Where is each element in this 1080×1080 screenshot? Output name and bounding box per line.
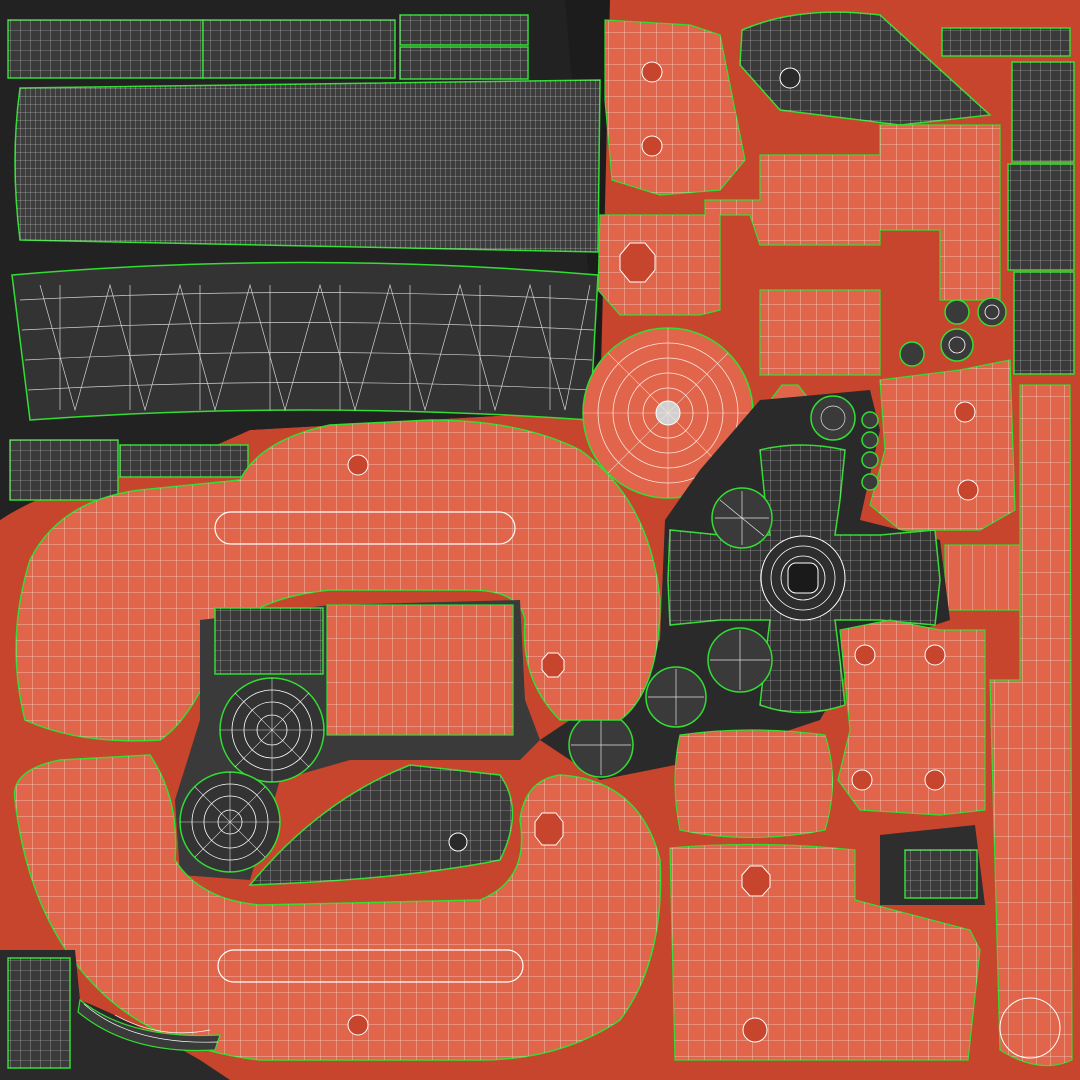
- uv-hole-a1: [641, 61, 663, 83]
- uv-hole-blade: [448, 832, 468, 852]
- uv-strip-right-top-grid: [942, 28, 1070, 56]
- uv-disk-orange: [582, 327, 754, 499]
- uv-orange-piece-lower-right-grid: [838, 620, 985, 815]
- uv-orange-piece-bottom-right-grid: [670, 844, 980, 1060]
- uv-octagon-hole-c: [541, 652, 565, 678]
- uv-dark-block-bl-grid: [8, 958, 70, 1068]
- uv-orange-piece-right-grid: [870, 360, 1015, 530]
- uv-octagon-hole-lower-c: [534, 812, 564, 846]
- uv-dark-disk-2: [179, 771, 281, 873]
- uv-block-small-2-grid: [120, 445, 248, 477]
- uv-hole-top: [779, 67, 801, 89]
- uv-hole-c-top: [347, 454, 369, 476]
- uv-orange-pad-grid: [675, 730, 833, 838]
- uv-block-small-1-grid: [10, 440, 118, 500]
- uv-strip-3-grid: [400, 15, 528, 45]
- uv-band-triangulated: [11, 261, 599, 421]
- top-strip-group: [7, 14, 529, 80]
- uv-holes-lower-right: [851, 644, 946, 791]
- uv-strip-right-1-grid: [1012, 62, 1074, 162]
- uv-hole-lower-c: [347, 1014, 369, 1036]
- uv-dark-blade-grid: [250, 765, 513, 885]
- uv-hole-right-1: [954, 401, 976, 423]
- uv-hole-long-strip: [999, 997, 1061, 1059]
- uv-strip-2-grid: [203, 20, 395, 78]
- uv-dark-block-br-grid: [905, 850, 977, 898]
- uv-orange-lower-c-grid: [14, 755, 661, 1060]
- uv-orange-bracket-grid: [598, 125, 1000, 315]
- uv-strip-1-grid: [8, 20, 203, 78]
- uv-dark-piece-top-grid: [740, 12, 990, 126]
- uv-dark-arc-bl: [77, 998, 221, 1052]
- uv-cross-piece: [667, 444, 941, 714]
- uv-c-slot-bottom: [217, 949, 524, 983]
- uv-c-slot-top: [214, 511, 516, 545]
- uv-octagon-hole-left: [619, 242, 656, 283]
- uv-dark-disk-1: [219, 677, 325, 783]
- uv-orange-c-shape-grid: [16, 420, 661, 741]
- uv-band-fine-grid: [15, 80, 600, 252]
- uv-dark-rect-center-grid: [215, 608, 323, 674]
- uv-hole-br2: [742, 1017, 768, 1043]
- uv-orange-small-blocks-grid: [945, 545, 1020, 610]
- uv-orange-lower-block-grid: [760, 290, 880, 375]
- uv-orange-rect-center-grid: [327, 605, 513, 735]
- uv-strip-right-2-grid: [1008, 164, 1074, 270]
- uv-dark-arc-bl-wire: [83, 1003, 219, 1043]
- uv-orange-long-strip-grid: [990, 385, 1072, 1066]
- uv-strip-right-3-grid: [1014, 272, 1074, 374]
- uv-hole-a2: [641, 135, 663, 157]
- uv-small-circles-top: [899, 297, 1007, 367]
- uv-orange-piece-a-grid: [605, 20, 745, 195]
- uv-dark-circles-cross-wires: [571, 405, 846, 775]
- uv-band-triangulated-wires: [19, 283, 596, 412]
- uv-hole-right-2: [957, 479, 979, 501]
- uv-octagon-hole-br1: [741, 865, 771, 897]
- uv-strip-4-grid: [400, 47, 528, 79]
